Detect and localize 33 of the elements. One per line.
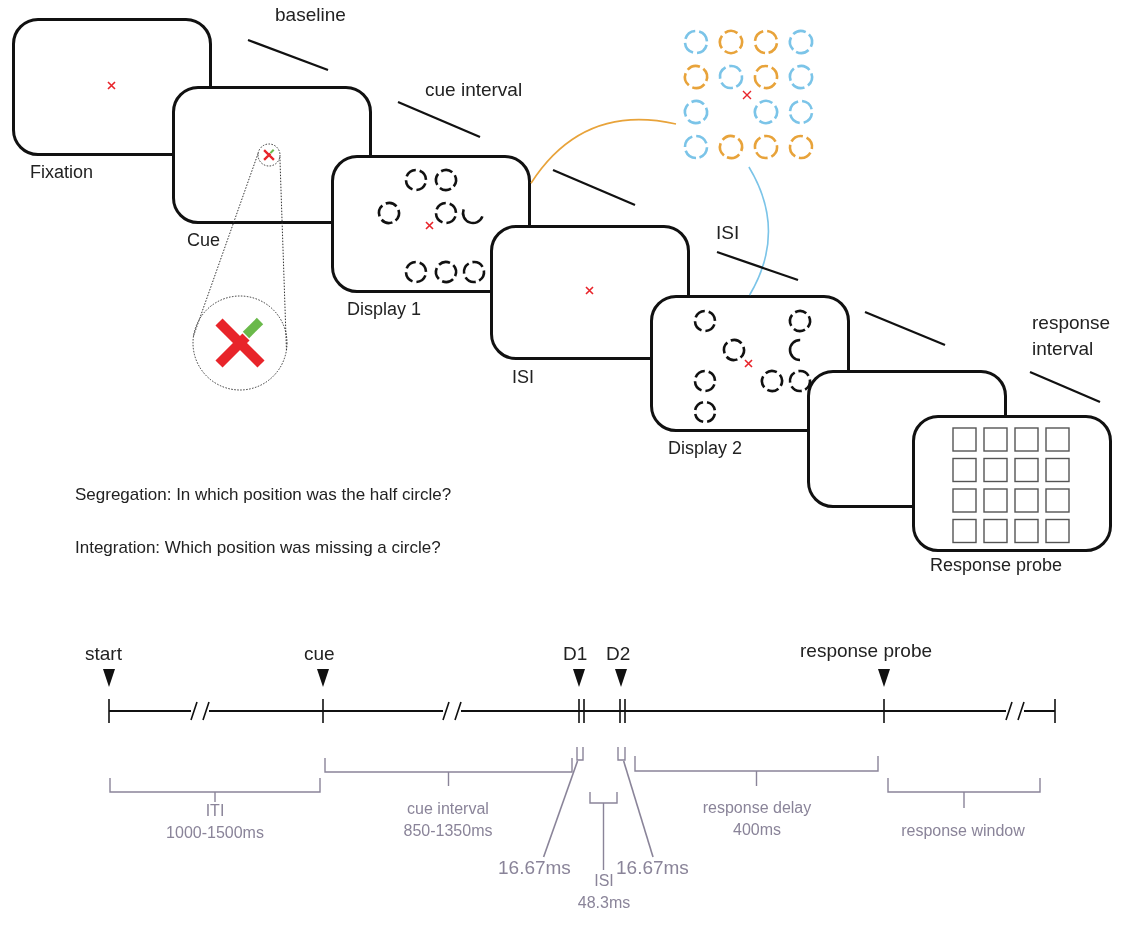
duration-label: response delay 400ms (701, 798, 813, 840)
zoom-line (193, 152, 259, 337)
event-label: D2 (606, 643, 631, 665)
screen-caption: Fixation (30, 162, 94, 183)
screen-caption: Display 1 (347, 299, 422, 320)
screen-caption: ISI (512, 367, 534, 388)
connector-curve (530, 119, 677, 184)
connector-curve (622, 760, 654, 858)
duration-label: response window (900, 821, 1026, 841)
screen-caption: Display 2 (668, 438, 743, 459)
question-text: Integration: Which position was missing a circle? (75, 538, 441, 558)
time-bracket (617, 747, 626, 761)
screen-caption: Response probe (930, 555, 1063, 576)
event-label: D1 (563, 643, 588, 665)
connector-curve (748, 166, 770, 296)
cue-drawing (257, 143, 281, 167)
screen-caption: Cue (187, 230, 221, 251)
duration-label: 16.67ms (498, 857, 571, 879)
magnified-cue-drawing (192, 295, 288, 391)
question-text: Segregation: In which position was the half circle? (75, 485, 452, 505)
event-label: response probe (800, 640, 933, 662)
interval-label: baseline (275, 4, 346, 26)
zoom-line (279, 156, 287, 351)
time-bracket (576, 747, 584, 761)
event-label: cue (304, 643, 335, 665)
interval-label: ISI (716, 222, 740, 244)
duration-label: cue interval 850-1350ms (402, 799, 494, 841)
duration-label: 16.67ms (616, 857, 689, 879)
interval-label: cue interval (425, 79, 523, 101)
duration-label: ITI 1000-1500ms (165, 801, 265, 843)
event-label: start (85, 643, 122, 665)
interval-label: response interval (1032, 311, 1112, 361)
connector-curve (542, 760, 579, 858)
